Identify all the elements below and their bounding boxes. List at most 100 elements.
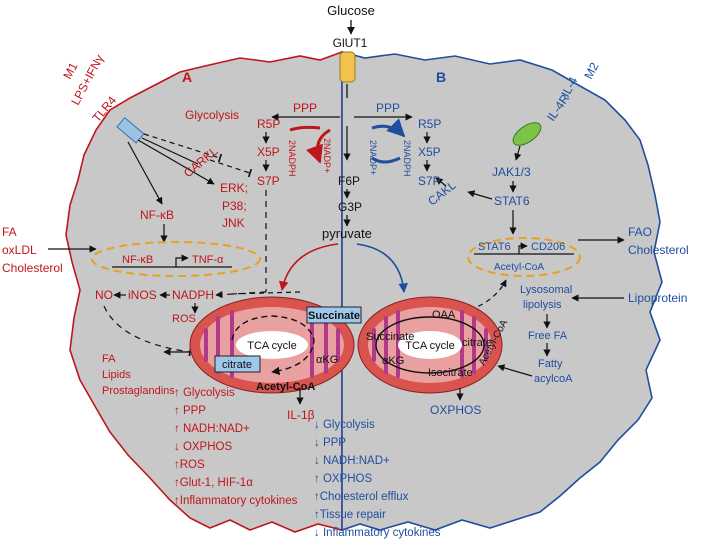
oxphos-label: OXPHOS: [430, 403, 481, 417]
lipolysis-label: lipolysis: [523, 299, 562, 311]
m2-isocitrate-label: Isocitrate: [428, 367, 473, 379]
cd206-label: CD206: [531, 241, 565, 253]
m2-effect-6: ↑Tissue repair: [314, 509, 386, 521]
m2-effect-4: ↑ OXPHOS: [314, 473, 372, 485]
m1-s7p-label: S7P: [257, 174, 280, 188]
left-input-oxldl: oxLDL: [2, 243, 37, 257]
m1-effect-5: ↑ROS: [174, 459, 205, 471]
m1-tca-label: TCA cycle: [247, 340, 297, 352]
m1-label: M1: [60, 60, 80, 82]
m1-nadph-cycle-arrow: [306, 128, 331, 164]
m1-x5p-label: X5P: [257, 145, 280, 159]
m2-effect-1: ↓ Glycolysis: [314, 419, 375, 431]
inos-label: iNOS: [128, 288, 157, 302]
carkl-inhibit-s7p-line: [209, 159, 253, 178]
m2-mitochondrion-icon: [357, 296, 503, 394]
m2-nadph-cycle-arrow-2: [371, 156, 401, 164]
stat6-label: STAT6: [494, 194, 530, 208]
nucleus-acetyl-label: Acetyl-CoA: [494, 262, 544, 273]
m1-ppp-label: PPP: [293, 101, 317, 115]
m1-nadph-cycle-arrow-2: [289, 125, 321, 132]
m1-effect-1: ↑ Glycolysis: [174, 387, 235, 399]
pyruvate-to-m1-mito-arrow: [278, 243, 339, 291]
m1-effect-3: ↑ NADH:NAD+: [174, 423, 250, 435]
m2-nucleus: [467, 237, 581, 277]
m2-x5p-label: X5P: [418, 145, 441, 159]
m2-tca-cycle: [375, 316, 485, 374]
m2-effect-5: ↑Cholesterol efflux: [314, 491, 409, 503]
tnfa-promoter-arrow: [175, 254, 189, 267]
pyruvate-label: pyruvate: [322, 226, 372, 241]
fa-label: FA: [102, 353, 116, 365]
m1-effect-6: ↑Glut-1, HIF-1α: [174, 477, 253, 489]
prostaglandins-label: Prostaglandins: [102, 385, 175, 397]
succinate-box: [306, 306, 362, 324]
m2-nadph-label: 2NADPH: [402, 140, 412, 177]
panel-label-b: B: [436, 69, 446, 85]
g3p-label: G3P: [338, 200, 362, 214]
stat6-to-cakl-arrow: [467, 190, 493, 200]
glut1-label: GlUT1: [333, 36, 368, 50]
m2-succinate-label: Succinate: [366, 331, 414, 343]
no-label: NO: [95, 288, 113, 302]
glucose-label: Glucose: [327, 3, 375, 18]
m2-effect-3: ↓ NADH:NAD+: [314, 455, 390, 467]
m2-label: M2: [581, 60, 601, 82]
m2-ppp-label: PPP: [376, 101, 400, 115]
m1-effect-4: ↓ OXPHOS: [174, 441, 232, 453]
cell-membrane-left: [65, 50, 343, 533]
tlr4-inhibit-carkl-dashed: [143, 133, 223, 163]
cell-membrane-right: [341, 50, 663, 532]
jnk-label: JNK: [222, 216, 245, 230]
panel-label-a: A: [182, 69, 192, 85]
m1-succinate-label: Succinate: [308, 310, 360, 322]
left-input-cholesterol: Cholesterol: [2, 261, 63, 275]
m2-tca-label: TCA cycle: [405, 340, 455, 352]
glycolysis-label: Glycolysis: [185, 108, 239, 122]
m1-effect-7: ↑Inflammatory cytokines: [174, 495, 298, 507]
f6p-label: F6P: [338, 174, 360, 188]
ppp-to-nadph-dashed-2: [215, 291, 267, 299]
acylcoa-label: acylcoA: [534, 373, 573, 385]
ros-label: ROS: [172, 313, 196, 325]
free-fa-label: Free FA: [528, 330, 568, 342]
tlr4-receptor-icon: [116, 116, 145, 144]
lipids-label: Lipids: [102, 369, 131, 381]
m1-nadph-label: 2NADPH: [287, 140, 297, 177]
lysosomal-label: Lysosomal: [520, 284, 572, 296]
il4r-receptor-icon: [512, 122, 542, 146]
tnfa-label: TNF-α: [192, 254, 224, 266]
nfkb-label: NF-κB: [140, 208, 174, 222]
il1b-label: IL-1β: [287, 408, 315, 422]
nucleus-nfkb-label: NF-κB: [122, 254, 153, 266]
m2-oaa-label: OAA: [432, 309, 456, 321]
left-input-fa: FA: [2, 225, 17, 239]
citrate-box: [214, 355, 261, 373]
tlr4-to-erk-arrow: [137, 139, 215, 185]
m1-nucleus: [91, 241, 261, 277]
m1-effect-2: ↑ PPP: [174, 405, 206, 417]
tlr4-to-nfkb-arrow: [127, 141, 163, 205]
erk-label: ERK;: [220, 181, 248, 195]
nucleus-stat6-label: STAT6: [478, 241, 511, 253]
m2-citrate-label: citrate: [462, 337, 492, 349]
jak-label: JAK1/3: [492, 165, 531, 179]
m1-citrate-label: citrate: [222, 359, 252, 371]
m2-nadp-label: 2NADP+: [368, 140, 378, 175]
m2-nadph-cycle-arrow: [371, 118, 406, 138]
m2-effect-2: ↓ PPP: [314, 437, 346, 449]
right-output-cholesterol: Cholesterol: [628, 243, 689, 257]
lps-ifng-label: LPS+IFNγ: [68, 52, 106, 107]
cd206-promoter-arrow: [518, 242, 528, 254]
m2-s7p-label: S7P: [418, 174, 441, 188]
tlr4-to-carkl-line: [141, 137, 199, 165]
p38-label: P38;: [222, 199, 247, 213]
lipoprotein-label: Lipoprotein: [628, 291, 687, 305]
m1-acetyl-label: Acetyl-CoA: [256, 381, 315, 393]
fatty-label: Fatty: [538, 358, 563, 370]
right-output-fao: FAO: [628, 225, 652, 239]
nucleus-to-nadph-dashed: [229, 291, 301, 295]
m1-akg-label: αKG: [316, 354, 338, 366]
